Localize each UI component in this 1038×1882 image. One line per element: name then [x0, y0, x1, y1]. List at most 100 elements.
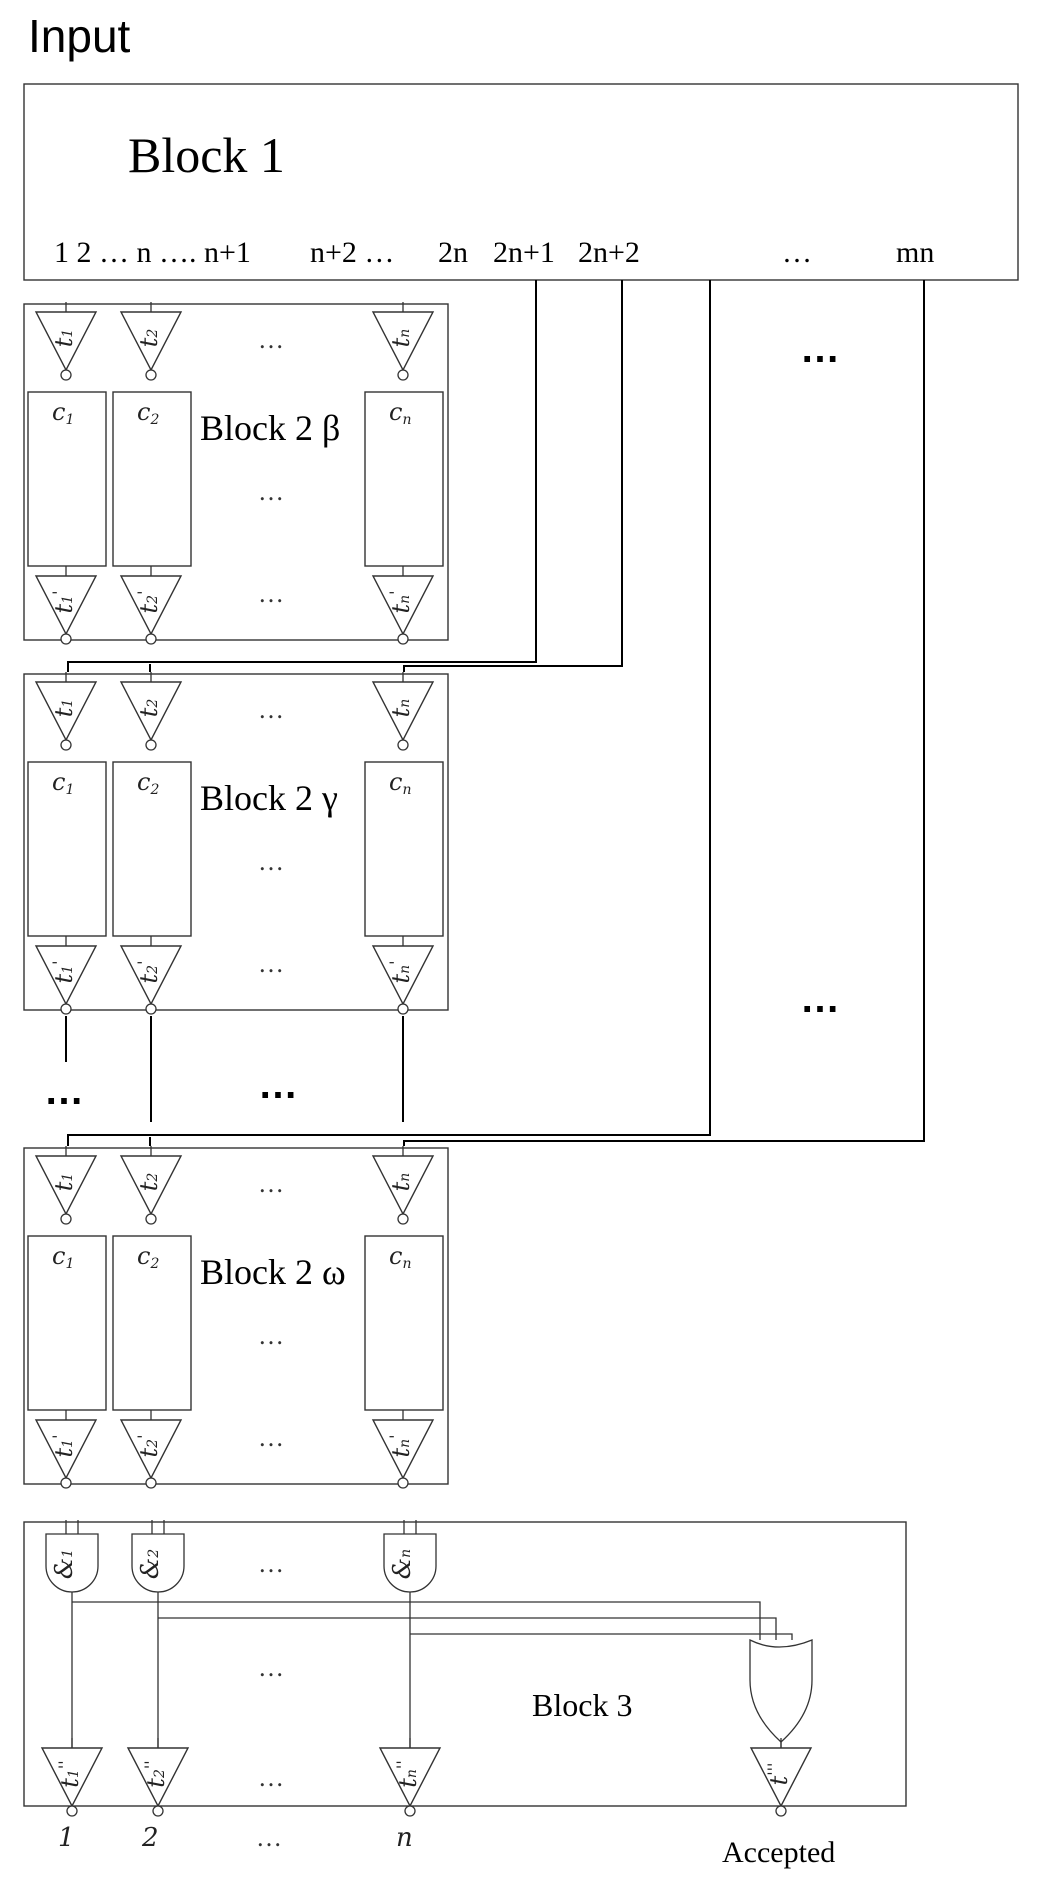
block-2-omega-cell-2-label: c2 — [137, 1242, 159, 1272]
port-2n: 2n — [438, 236, 468, 269]
block-2-beta-output-trigger-2-body — [119, 575, 183, 636]
block-2-gamma-output-trigger-2-label: t2' — [134, 961, 163, 984]
block-3-output-trigger-n-label: tn'' — [393, 1760, 422, 1787]
block-2-gamma-cell-2: c2 — [112, 761, 192, 937]
block-2-gamma-input-trigger-2: t2 — [119, 672, 183, 751]
block-2-omega-output-trigger-2: t2' — [119, 1410, 183, 1489]
block-2-omega-cell-n-label: cn — [389, 1242, 411, 1272]
block-3-title: Block 3 — [532, 1687, 632, 1723]
block-2-omega-input-trigger-2-body — [119, 1155, 183, 1216]
block-2-omega-cell-1: c1 — [27, 1235, 107, 1411]
right-ellipsis-upper: … — [800, 327, 842, 371]
block-2-gamma-output-trigger-1: t1' — [34, 936, 98, 1015]
block-2-omega-output-trigger-1-output-bubble — [60, 1477, 72, 1489]
block-2-omega-input-ellipsis: … — [258, 1169, 287, 1198]
block-2-beta-input-trigger-2-body — [119, 311, 183, 372]
block-2-omega-input-trigger-1-output-bubble — [60, 1213, 72, 1225]
output-triggers-ellipsis: … — [258, 1763, 287, 1792]
and-gate-1-label: &1 — [50, 1549, 78, 1579]
block-2-omega-input-trigger-1-label: t1 — [50, 1173, 78, 1192]
block-3-accepted-trigger-label: t''' — [764, 1763, 793, 1786]
block-2-beta-input-trigger-1: t1 — [34, 302, 98, 381]
block-2-omega-cell-n: cn — [364, 1235, 444, 1411]
block-2-gamma-title: Block 2 γ — [200, 778, 338, 818]
output-1-label: 1 — [58, 1823, 75, 1853]
block-2-gamma-input-trigger-n-body — [371, 681, 435, 742]
block-2-omega-output-trigger-n-output-bubble — [397, 1477, 409, 1489]
block-2-gamma-output-trigger-1-label: t1' — [49, 961, 78, 984]
right-ellipsis-lower: … — [800, 977, 842, 1021]
block-2-omega-output-trigger-1-body — [34, 1419, 98, 1480]
and-1-to-or — [72, 1601, 761, 1640]
and-gate-n-label: &n — [388, 1549, 416, 1579]
block-2-gamma-input-trigger-1: t1 — [34, 672, 98, 751]
block-2-omega-title: Block 2 ω — [200, 1252, 346, 1292]
block-2-beta-cells-ellipsis: … — [258, 477, 287, 506]
output-n-label: n — [396, 1823, 413, 1853]
and-gate-n-body — [383, 1533, 437, 1593]
generated-elements: t1 c1 t1' t2 c2 t2' tn cn tn' … … … t1 c1 t1' t2 c2 t2' tn… — [27, 302, 813, 1817]
block-2-gamma-output-trigger-2: t2' — [119, 936, 183, 1015]
block-2-beta-cell-2: c2 — [112, 391, 192, 567]
port-2n-plus-1: 2n+1 — [493, 236, 555, 269]
block-3-output-trigger-1-label: t1'' — [55, 1760, 84, 1787]
block-2-omega-input-trigger-n-label: tn — [387, 1173, 415, 1192]
block-2-beta-title: Block 2 β — [200, 408, 340, 448]
block-2-beta-output-trigger-n-output-bubble — [397, 633, 409, 645]
wire-block1-to-omega — [67, 280, 711, 1146]
block-2-gamma-output-trigger-2-body — [119, 945, 183, 1006]
block-2-gamma-input-trigger-2-output-bubble — [145, 739, 157, 751]
block-2-gamma-cell-2-box — [112, 761, 192, 937]
block-2-omega-cell-n-box — [364, 1235, 444, 1411]
block-2-omega-output-trigger-n-label: tn' — [386, 1434, 415, 1457]
block-3-output-trigger-2: t2'' — [126, 1738, 190, 1817]
block-3-output-trigger-1-body — [40, 1747, 104, 1808]
block-3-output-trigger-n-body — [378, 1747, 442, 1808]
block-2-gamma-cell-1: c1 — [27, 761, 107, 937]
block-2-gamma-cell-1-box — [27, 761, 107, 937]
block-2-beta-output-trigger-2-label: t2' — [134, 591, 163, 614]
port-2n-plus-2: 2n+2 — [578, 236, 640, 269]
block-2-beta-output-trigger-2-output-bubble — [145, 633, 157, 645]
and-2-to-or — [158, 1617, 777, 1640]
block-2-beta-input-trigger-1-output-bubble — [60, 369, 72, 381]
wire-2n-plus-2 — [403, 280, 623, 672]
block-2-gamma-cell-n: cn — [364, 761, 444, 937]
block-2-beta-input-ellipsis: … — [258, 325, 287, 354]
block-2-beta-output-trigger-1-output-bubble — [60, 633, 72, 645]
block-2-beta-output-ellipsis: … — [258, 579, 287, 608]
block-2-beta-cell-2-label: c2 — [137, 398, 159, 428]
block-2-beta-input-trigger-n-output-bubble — [397, 369, 409, 381]
output-2-label: 2 — [141, 1823, 159, 1853]
block-2-beta-input-trigger-2-output-bubble — [145, 369, 157, 381]
block-2-omega-input-trigger-1-body — [34, 1155, 98, 1216]
block-3-output-trigger-1: t1'' — [40, 1738, 104, 1817]
and-gate-n: &n — [383, 1520, 437, 1593]
and-gate-2-inputs — [151, 1520, 165, 1534]
block-2-omega-output-trigger-n: tn' — [371, 1410, 435, 1489]
block-2-beta-input-trigger-2: t2 — [119, 302, 183, 381]
and-gate-2-body — [131, 1533, 185, 1593]
block-3-output-trigger-1-output-bubble — [66, 1805, 78, 1817]
block-2-gamma-cell-n-box — [364, 761, 444, 937]
block-2-beta-cell-n: cn — [364, 391, 444, 567]
and-gate-1-inputs — [65, 1520, 79, 1534]
block-1-frame — [23, 83, 1019, 281]
block-2-gamma-cell-2-label: c2 — [137, 768, 159, 798]
port-seq-1: 1 2 … n …. n+1 — [54, 236, 251, 269]
block-3-accepted-trigger-output-bubble — [775, 1805, 787, 1817]
or-gate — [749, 1638, 813, 1743]
port-seq-2: n+2 … — [310, 236, 394, 269]
block-2-beta-input-trigger-n-body — [371, 311, 435, 372]
block-2-gamma-output-trigger-n-output-bubble — [397, 1003, 409, 1015]
left-ellipsis-between-blocks: … — [44, 1069, 86, 1113]
block-2-omega-cell-2-box — [112, 1235, 192, 1411]
block-1-title: Block 1 — [128, 127, 285, 183]
block-2-beta-cell-2-box — [112, 391, 192, 567]
block-2-omega-output-trigger-1-label: t1' — [49, 1435, 78, 1458]
block-2-gamma-input-trigger-1-output-bubble — [60, 739, 72, 751]
input-label: Input — [28, 10, 131, 62]
block-3-accepted-trigger-body — [749, 1747, 813, 1808]
block-3-output-trigger-2-output-bubble — [152, 1805, 164, 1817]
